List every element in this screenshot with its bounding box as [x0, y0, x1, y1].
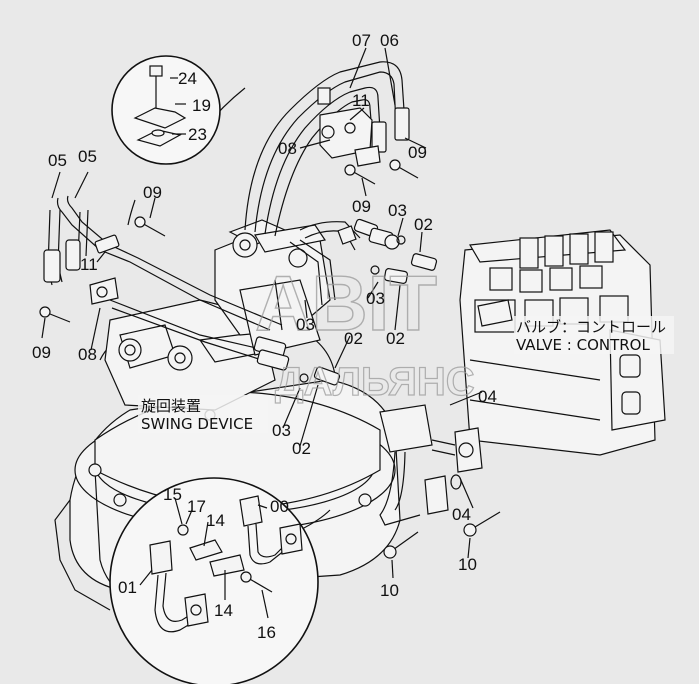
label-00: 00 [270, 497, 289, 516]
label-23: 23 [188, 125, 207, 144]
watermark-line1: ABIT [255, 259, 437, 347]
label-24: 24 [178, 69, 197, 88]
leader-lines [41, 47, 483, 619]
label-05-right: 05 [78, 147, 97, 166]
watermark: ABIT ДАЛЬЯНС [254, 258, 475, 404]
bolts-09 [39, 159, 419, 323]
label-02-d: 02 [292, 439, 311, 458]
label-14-a: 14 [206, 511, 225, 530]
label-02-a: 02 [414, 215, 433, 234]
detail-circle-top [111, 55, 246, 226]
label-05-left: 05 [48, 151, 67, 170]
label-03-c: 03 [296, 315, 315, 334]
label-17: 17 [187, 497, 206, 516]
control-valve-caption-jp: バルブ：コントロール [516, 318, 666, 336]
label-02-b: 02 [386, 329, 405, 348]
label-10-b: 10 [458, 555, 477, 574]
swing-device-caption-en: SWING DEVICE [141, 415, 253, 433]
control-valve-caption-en: VALVE : CONTROL [516, 336, 650, 354]
label-07: 07 [352, 31, 371, 50]
label-09-d: 09 [352, 197, 371, 216]
label-09-b: 09 [32, 343, 51, 362]
swing-device-caption-jp: 旋回装置 [141, 397, 201, 415]
part-labels: 07 06 24 19 23 05 05 11 08 09 09 03 02 0… [32, 31, 497, 642]
hose-05 [43, 195, 290, 371]
label-04-b: 04 [452, 505, 471, 524]
watermark-line2: ДАЛЬЯНС [275, 360, 475, 404]
label-01: 01 [118, 578, 137, 597]
label-11-right: 11 [352, 91, 370, 110]
fittings-02-03 [299, 235, 513, 386]
label-09-c: 09 [408, 143, 427, 162]
hose-07-06 [244, 61, 410, 237]
label-08-left: 08 [78, 345, 97, 364]
bolts-10 [383, 511, 501, 559]
label-08-right: 08 [278, 139, 297, 158]
label-06: 06 [380, 31, 399, 50]
label-14-b: 14 [214, 601, 233, 620]
label-10-a: 10 [380, 581, 399, 600]
label-03-b: 03 [366, 289, 385, 308]
label-15: 15 [163, 485, 182, 504]
detail-circle-bottom [109, 477, 331, 684]
label-16: 16 [257, 623, 276, 642]
label-09-a: 09 [143, 183, 162, 202]
label-11-left: 11 [80, 255, 98, 274]
label-02-c: 02 [344, 329, 363, 348]
label-04-a: 04 [478, 387, 497, 406]
label-19: 19 [192, 96, 211, 115]
label-03-a: 03 [388, 201, 407, 220]
label-03-d: 03 [272, 421, 291, 440]
flange-block [379, 404, 483, 526]
hose-lines-center [289, 218, 400, 306]
